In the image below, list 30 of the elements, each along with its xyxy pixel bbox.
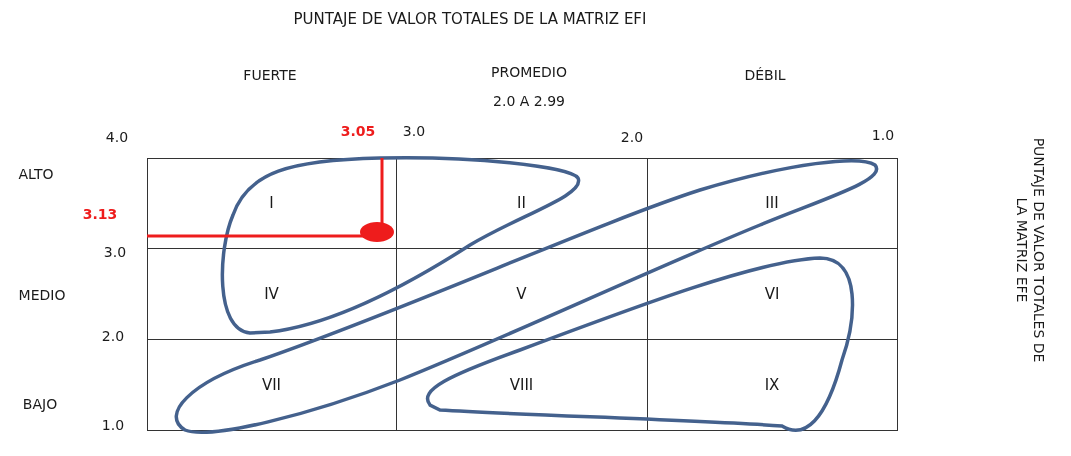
- point-value: 3.13: [82, 206, 118, 222]
- matrix-cell: [646, 338, 898, 431]
- chart-title: PUNTAJE DE VALOR TOTALES DE LA MATRIZ EFI: [293, 10, 647, 28]
- roman-numeral: VIII: [509, 375, 534, 394]
- axis-label: 3.0: [103, 244, 127, 260]
- axis-label: 2.0: [101, 328, 125, 344]
- matrix-cell: [646, 157, 898, 249]
- roman-numeral: III: [765, 194, 779, 212]
- point-value: 3.05: [340, 123, 376, 139]
- axis-label: MEDIO: [18, 287, 66, 303]
- roman-numeral: IV: [264, 284, 279, 303]
- axis-label: BAJO: [22, 396, 58, 412]
- axis-label: DÉBIL: [744, 67, 786, 83]
- axis-label: PROMEDIO: [491, 64, 567, 80]
- roman-numeral: I: [269, 194, 274, 212]
- axis-label: FUERTE: [243, 67, 297, 83]
- axis-label: 2.0 A 2.99: [493, 93, 565, 109]
- roman-numeral: VII: [261, 375, 282, 394]
- axis-label: 1.0: [101, 417, 125, 433]
- axis-label: ALTO: [18, 166, 54, 182]
- axis-label: 3.0: [402, 123, 426, 139]
- roman-numeral: VI: [764, 284, 780, 303]
- roman-numeral: V: [516, 284, 527, 303]
- axis-label: 1.0: [871, 127, 895, 143]
- axis-title: PUNTAJE DE VALOR TOTALES DE LA MATRIZ EFE: [1013, 136, 1047, 365]
- axis-label: 4.0: [105, 129, 129, 145]
- matrix-cell: [146, 338, 397, 431]
- axis-label: 2.0: [620, 129, 644, 145]
- roman-numeral: IX: [764, 375, 780, 394]
- roman-numeral: II: [517, 194, 526, 212]
